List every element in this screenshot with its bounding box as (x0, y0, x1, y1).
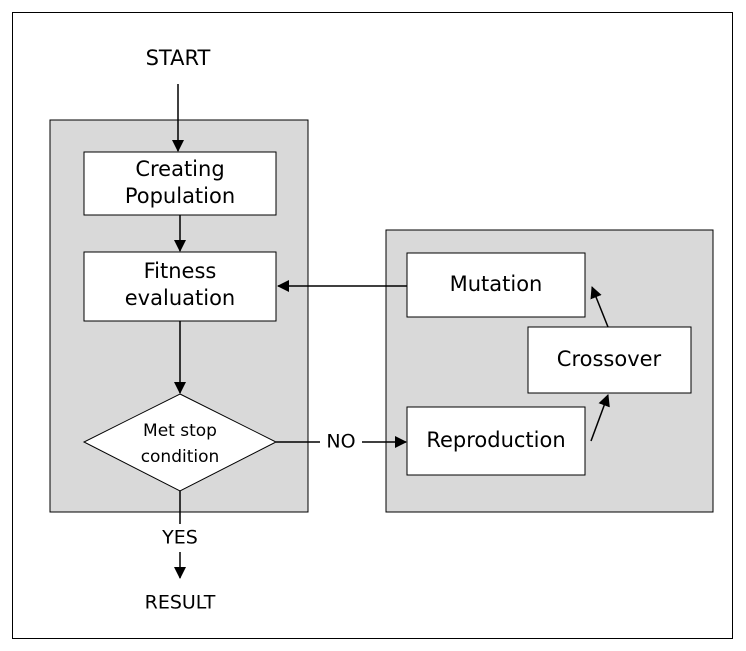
fitness-evaluation-box (83, 251, 277, 322)
start-label: START (146, 46, 211, 70)
crossover-label: Crossover (557, 347, 662, 371)
creating-population-line2: Population (125, 184, 235, 208)
mutation-box (406, 252, 586, 318)
yes-label: YES (161, 527, 198, 549)
stop-condition-line2: condition (141, 447, 220, 467)
fitness-evaluation-line1: Fitness (144, 259, 217, 283)
outer-frame (12, 12, 733, 639)
creating-population-line1: Creating (135, 157, 224, 181)
arrow-crossover-to-mutation (590, 286, 609, 328)
crossover-box (527, 326, 692, 394)
stop-condition-line1: Met stop (143, 421, 217, 441)
reproduction-label: Reproduction (426, 428, 565, 452)
arrow-reproduction-to-crossover (590, 394, 610, 442)
no-label: NO (326, 431, 355, 453)
reproduction-box (406, 406, 586, 476)
mutation-label: Mutation (450, 272, 543, 296)
fitness-evaluation-line2: evaluation (125, 286, 235, 310)
creating-population-box (83, 151, 277, 216)
result-label: RESULT (145, 592, 216, 614)
